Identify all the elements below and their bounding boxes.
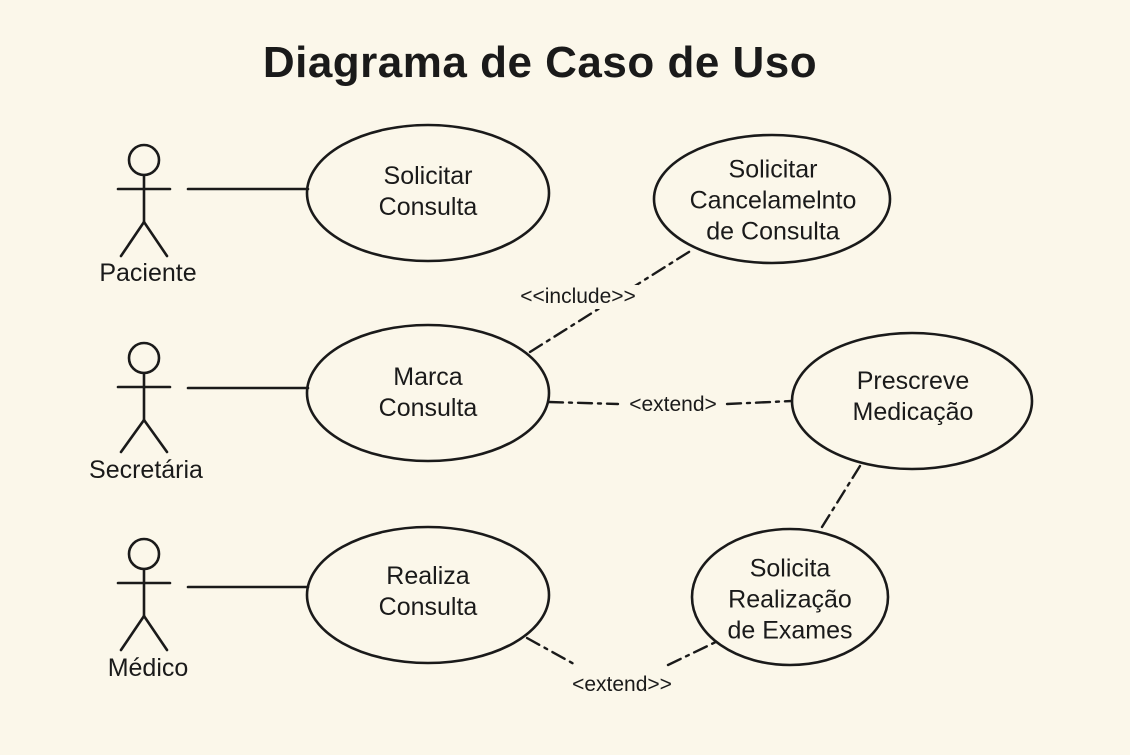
use-case-solicitar-consulta: Solicitar Consulta [379,161,478,223]
extend-realiza-exames-line-b [666,638,722,667]
use-case-prescreve-medicacao-line-2: Medicação [852,398,974,426]
actor-medico-figure [116,537,172,652]
diagram-title: Diagrama de Caso de Uso [262,38,818,87]
use-case-solicitar-consulta-line-1: Solicitar [383,162,473,190]
use-case-realiza-consulta-ellipse [305,525,551,665]
use-case-marca-consulta-ellipse [305,323,551,463]
use-case-solicitar-consulta-ellipse [305,123,551,263]
use-case-solicita-exames-line-3: de Exames [727,616,853,645]
use-case-solicita-exames-line-1: Solicita [749,554,831,583]
use-case-solicitar-cancelamento: Solicitar Cancelamelnto de Consulta [690,155,857,248]
use-case-prescreve-medicacao: Prescreve Medicação [853,366,974,428]
use-case-prescreve-medicacao-line-1: Prescreve [856,367,970,395]
use-case-solicitar-cancelamento-ellipse [652,133,892,265]
use-case-solicitar-consulta-line-2: Consulta [378,193,478,221]
use-case-solicitar-cancelamento-line-3: de Consulta [706,217,840,246]
actor-secretaria-figure [116,341,172,454]
extend-marca-prescreve-line-b [725,399,794,406]
extend-marca-prescreve-line-a [547,400,620,406]
extend-realiza-label: <extend>> [570,673,674,697]
use-case-solicita-exames-ellipse [690,527,890,667]
actor-paciente-label: Paciente [99,259,197,287]
actor-paciente-figure [116,143,172,258]
use-case-realiza-consulta-line-2: Consulta [378,593,478,621]
use-case-solicita-exames: Solicita Realização de Exames [727,554,852,647]
extend-realiza-exames-line-a [525,636,576,666]
use-case-realiza-consulta-line-1: Realiza [386,562,470,590]
actor-secretaria-label: Secretária [89,456,203,484]
use-case-marca-consulta-line-2: Consulta [378,394,478,422]
actor-medico-label: Médico [107,654,189,682]
use-case-solicita-exames-line-2: Realização [728,585,852,614]
use-case-marca-consulta-line-1: Marca [393,363,463,391]
use-case-realiza-consulta: Realiza Consulta [379,561,478,623]
use-case-solicitar-cancelamento-line-1: Solicitar [728,155,818,184]
extend-marca-label: <extend> [627,393,719,417]
prescreve-exames-relationship-line [820,464,862,529]
include-label: <<include>> [518,285,638,309]
use-case-marca-consulta: Marca Consulta [379,362,478,424]
use-case-solicitar-cancelamento-line-2: Cancelamelnto [689,186,857,215]
